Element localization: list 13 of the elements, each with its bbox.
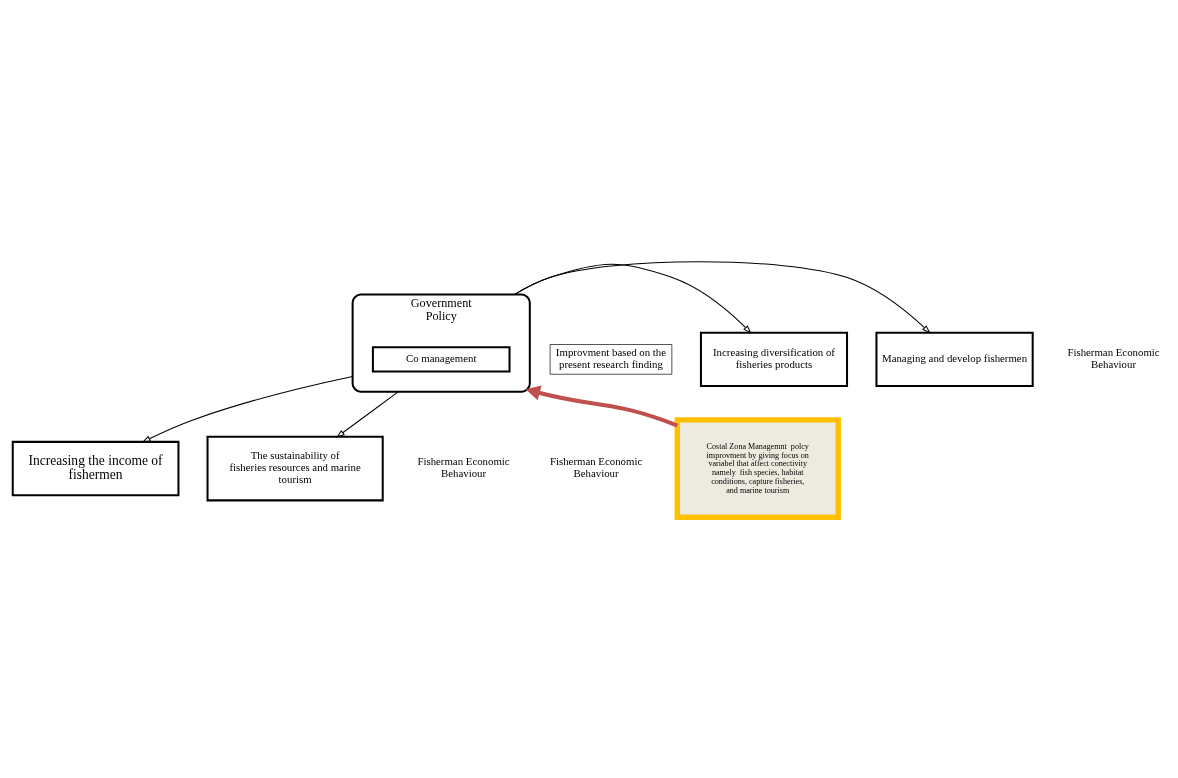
arrow bbox=[336, 390, 399, 438]
arrow bbox=[525, 385, 678, 427]
node-box: Managing and develop fishermen bbox=[875, 331, 1034, 387]
label: Fisherman Economic Behaviour bbox=[417, 454, 510, 479]
arrow bbox=[514, 260, 931, 334]
arrow bbox=[141, 375, 354, 442]
label: Fisherman Economic Behaviour bbox=[1067, 345, 1160, 370]
node-box: Co management bbox=[371, 345, 511, 373]
label: Fisherman Economic Behaviour bbox=[550, 454, 643, 479]
node-box: Increasing the income of fishermen bbox=[11, 440, 180, 496]
node-box: The sustainability of fisheries resources and marine tourism bbox=[206, 435, 384, 501]
node-box: Improvment based on the present research finding bbox=[549, 343, 673, 375]
node-box: Increasing diversification of fisheries products bbox=[699, 331, 849, 387]
